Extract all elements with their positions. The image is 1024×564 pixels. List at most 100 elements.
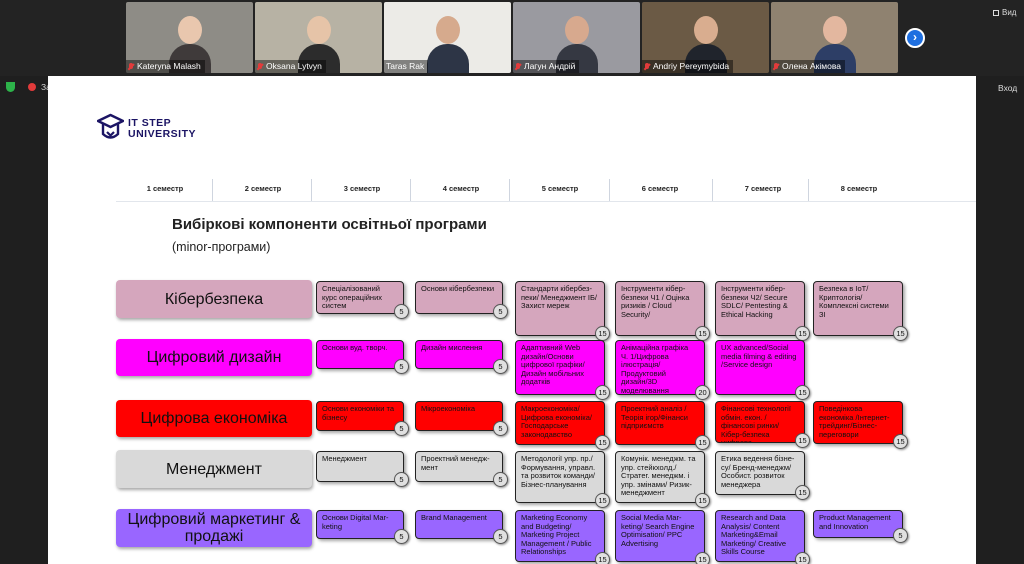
course-title: Анімаційна графіка Ч. 1/Цифрова ілюстрац… bbox=[621, 343, 689, 395]
course-title: Безпека в IoT/ Криптологія/ Комплексні с… bbox=[819, 284, 889, 319]
course-title: Макроекономіка/ Цифрова економіка/ Госпо… bbox=[521, 404, 592, 439]
semester-header: 6 семестр bbox=[641, 184, 679, 193]
course-cell: Marketing Economy and Budgeting/ Marketi… bbox=[515, 510, 605, 562]
credits-badge: 5 bbox=[493, 359, 508, 374]
mic-muted-icon bbox=[773, 62, 779, 71]
column-divider bbox=[509, 179, 510, 201]
semester-header: 4 семестр bbox=[442, 184, 480, 193]
credits-badge: 15 bbox=[595, 493, 610, 508]
course-title: Етика ведення бізне-су/ Бренд-менеджм/ О… bbox=[721, 454, 795, 489]
credits-badge: 15 bbox=[695, 326, 710, 341]
course-cell: Адаптивний Web дизайн/Основи цифрової гр… bbox=[515, 340, 605, 395]
course-title: Фінансові технології обмін. екон. / фіна… bbox=[721, 404, 791, 443]
semester-header: 1 семестр bbox=[146, 184, 184, 193]
semester-header: 3 семестр bbox=[343, 184, 381, 193]
participant-tile[interactable]: Лагун Андрій bbox=[513, 2, 640, 73]
credits-badge: 20 bbox=[695, 385, 710, 400]
mic-muted-icon bbox=[257, 62, 263, 71]
credits-badge: 5 bbox=[493, 304, 508, 319]
participant-name-tag: Taras Rak bbox=[384, 60, 429, 73]
course-title: Методології упр. пр./Формування, управл.… bbox=[521, 454, 596, 489]
header-divider bbox=[116, 201, 976, 202]
course-title: Product Management and Innovation bbox=[819, 513, 891, 531]
course-cell: Основи вуд. творч. bbox=[316, 340, 404, 369]
course-cell: Мікроекономіка bbox=[415, 401, 503, 431]
credits-badge: 15 bbox=[893, 434, 908, 449]
course-title: Дизайн мислення bbox=[421, 343, 483, 352]
credits-badge: 15 bbox=[695, 493, 710, 508]
course-title: Brand Management bbox=[421, 513, 487, 522]
course-cell: Інструменти кібер-безпеки Ч1 / Оцінка ри… bbox=[615, 281, 705, 336]
participant-tile[interactable]: Andriy Pereymybida bbox=[642, 2, 769, 73]
credits-badge: 15 bbox=[595, 385, 610, 400]
course-title: Основи Digital Mar-keting bbox=[322, 513, 389, 531]
participant-video bbox=[168, 12, 211, 73]
credits-badge: 5 bbox=[493, 472, 508, 487]
mic-muted-icon bbox=[644, 62, 650, 71]
participant-name-tag: Andriy Pereymybida bbox=[642, 60, 734, 73]
course-title: Основи економіки та бізнесу bbox=[322, 404, 395, 422]
semester-header: 2 семестр bbox=[244, 184, 282, 193]
course-cell: Етика ведення бізне-су/ Бренд-менеджм/ О… bbox=[715, 451, 805, 495]
course-cell: Методології упр. пр./Формування, управл.… bbox=[515, 451, 605, 503]
course-title: Проектний менедж-мент bbox=[421, 454, 490, 472]
participant-tile[interactable]: Taras Rak bbox=[384, 2, 511, 73]
credits-badge: 5 bbox=[394, 304, 409, 319]
mic-muted-icon bbox=[515, 62, 521, 71]
participant-video bbox=[426, 12, 469, 73]
chevron-right-icon: › bbox=[913, 30, 917, 44]
course-cell: Research and Data Analysis/ Content Mark… bbox=[715, 510, 805, 562]
exit-button[interactable]: Вход bbox=[998, 83, 1018, 93]
course-title: Social Media Mar-keting/ Search Engine O… bbox=[621, 513, 695, 548]
course-cell: Product Management and Innovation bbox=[813, 510, 903, 538]
participant-tile[interactable]: Kateryna Malash bbox=[126, 2, 253, 73]
course-cell: Brand Management bbox=[415, 510, 503, 539]
program-label: Менеджмент bbox=[116, 450, 312, 488]
participant-tile[interactable]: Oksana Lytvyn bbox=[255, 2, 382, 73]
participant-name: Andriy Pereymybida bbox=[653, 61, 730, 71]
course-title: Менеджмент bbox=[322, 454, 367, 463]
program-label: Цифровий дизайн bbox=[116, 339, 312, 376]
participant-name-tag: Kateryna Malash bbox=[126, 60, 205, 73]
credits-badge: 15 bbox=[795, 485, 810, 500]
course-title: Основи вуд. творч. bbox=[322, 343, 388, 352]
credits-badge: 15 bbox=[595, 435, 610, 450]
view-label: Вид bbox=[1002, 8, 1017, 17]
credits-badge: 15 bbox=[695, 552, 710, 564]
participant-name: Taras Rak bbox=[386, 61, 425, 71]
course-cell: Основи економіки та бізнесу bbox=[316, 401, 404, 431]
column-divider bbox=[712, 179, 713, 201]
course-cell: Основи кібербезпеки bbox=[415, 281, 503, 314]
course-title: Research and Data Analysis/ Content Mark… bbox=[721, 513, 787, 556]
semester-header: 7 семестр bbox=[744, 184, 782, 193]
course-title: Мікроекономіка bbox=[421, 404, 475, 413]
semester-header: 8 семестр bbox=[840, 184, 878, 193]
participant-tile[interactable]: Олена Акімова bbox=[771, 2, 898, 73]
course-title: Поведінкова економіка /Інтернет-трейдинг… bbox=[819, 404, 890, 439]
course-title: Інструменти кібер-безпеки Ч2/ Secure SDL… bbox=[721, 284, 788, 319]
course-cell: Анімаційна графіка Ч. 1/Цифрова ілюстрац… bbox=[615, 340, 705, 395]
slide-subtitle: (minor-програми) bbox=[172, 240, 271, 254]
participant-name: Oksana Lytvyn bbox=[266, 61, 322, 71]
credits-badge: 5 bbox=[394, 359, 409, 374]
course-cell: Менеджмент bbox=[316, 451, 404, 482]
course-title: Інструменти кібер-безпеки Ч1 / Оцінка ри… bbox=[621, 284, 690, 319]
course-title: Комунік. менеджм. та упр. стейкхолд./ Ст… bbox=[621, 454, 696, 497]
credits-badge: 5 bbox=[493, 529, 508, 544]
course-title: Адаптивний Web дизайн/Основи цифрової гр… bbox=[521, 343, 585, 386]
course-cell: Безпека в IoT/ Криптологія/ Комплексні с… bbox=[813, 281, 903, 336]
credits-badge: 15 bbox=[595, 326, 610, 341]
participant-name-tag: Oksana Lytvyn bbox=[255, 60, 326, 73]
mortarboard-icon bbox=[96, 112, 125, 146]
view-toggle[interactable]: Вид bbox=[993, 8, 1016, 17]
credits-badge: 15 bbox=[795, 385, 810, 400]
program-label: Кібербезпека bbox=[116, 280, 312, 318]
grid-icon bbox=[993, 9, 999, 16]
course-title: Проектний аналіз / Теорія ігор/Фінанси п… bbox=[621, 404, 688, 430]
next-participants-button[interactable]: › bbox=[905, 28, 925, 48]
participant-video bbox=[684, 12, 727, 73]
participant-video bbox=[813, 12, 856, 73]
credits-badge: 5 bbox=[394, 421, 409, 436]
course-cell: Дизайн мислення bbox=[415, 340, 503, 369]
